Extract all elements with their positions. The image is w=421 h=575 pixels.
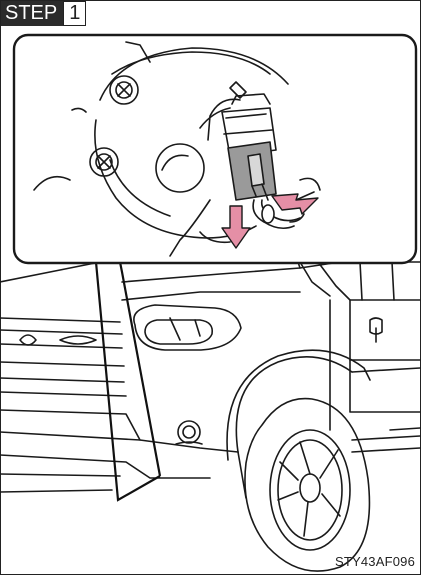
callout-box (14, 35, 416, 263)
truck-drawing (0, 262, 420, 571)
figure-code: STY43AF096 (335, 554, 415, 569)
